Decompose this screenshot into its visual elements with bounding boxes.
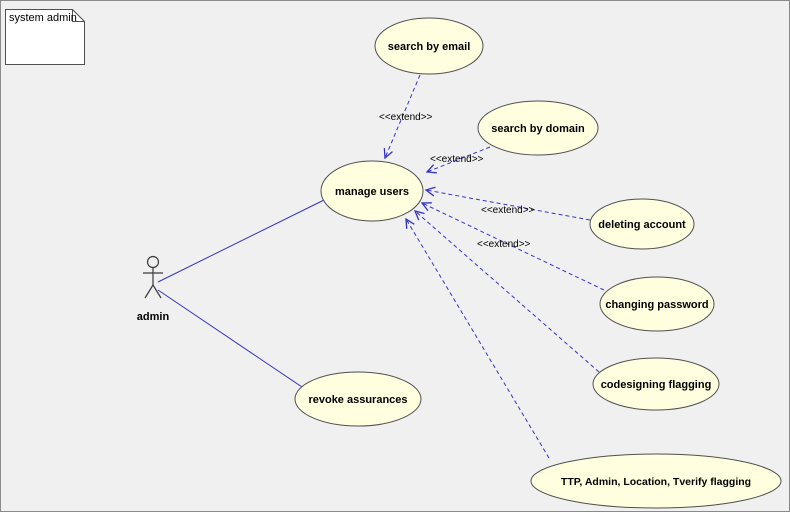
usecase-label: search by domain [491, 123, 585, 135]
usecase-label: manage users [335, 186, 409, 198]
extend-label-search-by-email: <<extend>> [379, 112, 433, 123]
note-fold-corner [72, 9, 85, 22]
usecase-codesigning-flagging[interactable]: codesigning flagging [592, 357, 720, 411]
usecase-ellipse [294, 371, 422, 427]
extend-edge-search-by-email [385, 74, 421, 158]
usecase-label: revoke assurances [308, 394, 407, 406]
note-shape [5, 9, 85, 65]
usecase-label: search by email [388, 41, 471, 53]
usecase-label: TTP, Admin, Location, Tverify flagging [561, 476, 751, 488]
actor-head [146, 255, 160, 269]
usecase-ellipse [599, 276, 715, 332]
usecase-search-by-domain[interactable]: search by domain [477, 100, 599, 156]
extend-edge-codesigning-flagging [415, 211, 600, 373]
extend-label-changing-password: <<extend>> [477, 239, 531, 250]
extend-edge-ttp-flagging [406, 219, 550, 459]
usecase-ttp-admin-location-tverify-flagging[interactable]: TTP, Admin, Location, Tverify flagging [530, 453, 782, 509]
usecase-label: deleting account [598, 219, 686, 231]
usecase-changing-password[interactable]: changing password [599, 276, 715, 332]
extend-label-deleting-account: <<extend>> [481, 205, 535, 216]
usecase-ellipse [592, 357, 720, 411]
actor-label: admin [137, 311, 170, 323]
note-system-admin[interactable]: system admin [5, 9, 85, 65]
actor-right-leg [152, 284, 162, 299]
association-admin-manage-users [157, 199, 325, 283]
actor-admin[interactable]: admin [137, 255, 170, 324]
association-admin-revoke-assurances [157, 289, 303, 388]
extend-label-search-by-domain: <<extend>> [430, 154, 484, 165]
extend-edge-search-by-domain [427, 146, 491, 172]
usecase-deleting-account[interactable]: deleting account [589, 198, 695, 250]
usecase-revoke-assurances[interactable]: revoke assurances [294, 371, 422, 427]
usecase-ellipse [477, 100, 599, 156]
usecase-label: changing password [605, 299, 708, 311]
usecase-search-by-email[interactable]: search by email [374, 17, 484, 75]
usecase-ellipse [374, 17, 484, 75]
usecase-label: codesigning flagging [601, 379, 712, 391]
usecase-ellipse [589, 198, 695, 250]
usecase-manage-users[interactable]: manage users [320, 160, 424, 222]
usecase-ellipse [530, 453, 782, 509]
extend-edge-changing-password [422, 203, 605, 291]
actor-left-leg [144, 284, 154, 299]
usecase-ellipse [320, 160, 424, 222]
note-text: system admin [9, 12, 77, 24]
